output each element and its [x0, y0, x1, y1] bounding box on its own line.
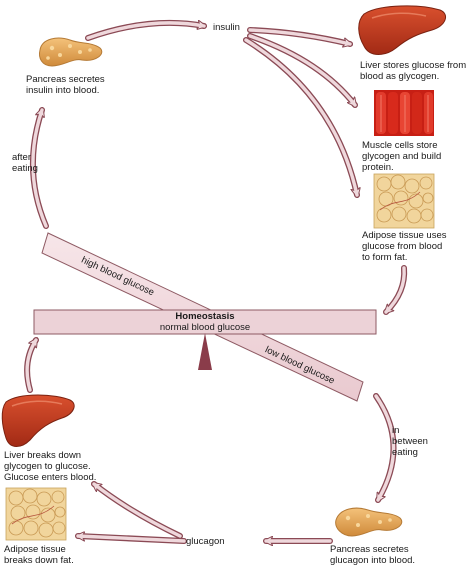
glucagon-label: glucagon [186, 536, 225, 547]
homeostasis-title: Homeostasis [175, 311, 235, 322]
liver-stores-label: Liver stores glucose from blood as glyco… [360, 60, 467, 82]
pancreas-icon [39, 37, 103, 67]
insulin-label: insulin [213, 22, 240, 33]
after-eating-label: after eating [12, 152, 38, 174]
in-between-eating-label: in between eating [392, 425, 428, 458]
pancreas-glucagon-label: Pancreas secretes glucagon into blood. [330, 544, 416, 566]
normal-glucose-label: normal blood glucose [159, 322, 251, 333]
muscle-label: Muscle cells store glycogen and build pr… [362, 140, 442, 173]
liver-breaks-label: Liver breaks down glycogen to glucose. G… [4, 450, 97, 483]
pancreas-insulin-label: Pancreas secretes insulin into blood. [26, 74, 105, 96]
fulcrum-icon [198, 333, 212, 370]
adipose-breaks-label: Adipose tissue breaks down fat. [4, 544, 74, 566]
adipose-fat-label: Adipose tissue uses glucose from blood t… [362, 230, 447, 263]
adipose-tissue-icon [5, 487, 67, 541]
liver-icon [1, 394, 75, 447]
arrow-insulin-to-adipose [243, 37, 357, 195]
homeostasis-bar [33, 309, 377, 335]
adipose-tissue-icon [373, 173, 435, 229]
arrows [24, 23, 408, 541]
liver-icon [358, 5, 447, 55]
muscle-cells-icon [374, 90, 434, 136]
pancreas-icon [335, 507, 403, 537]
arrow-insulin-to-muscle [247, 33, 358, 105]
